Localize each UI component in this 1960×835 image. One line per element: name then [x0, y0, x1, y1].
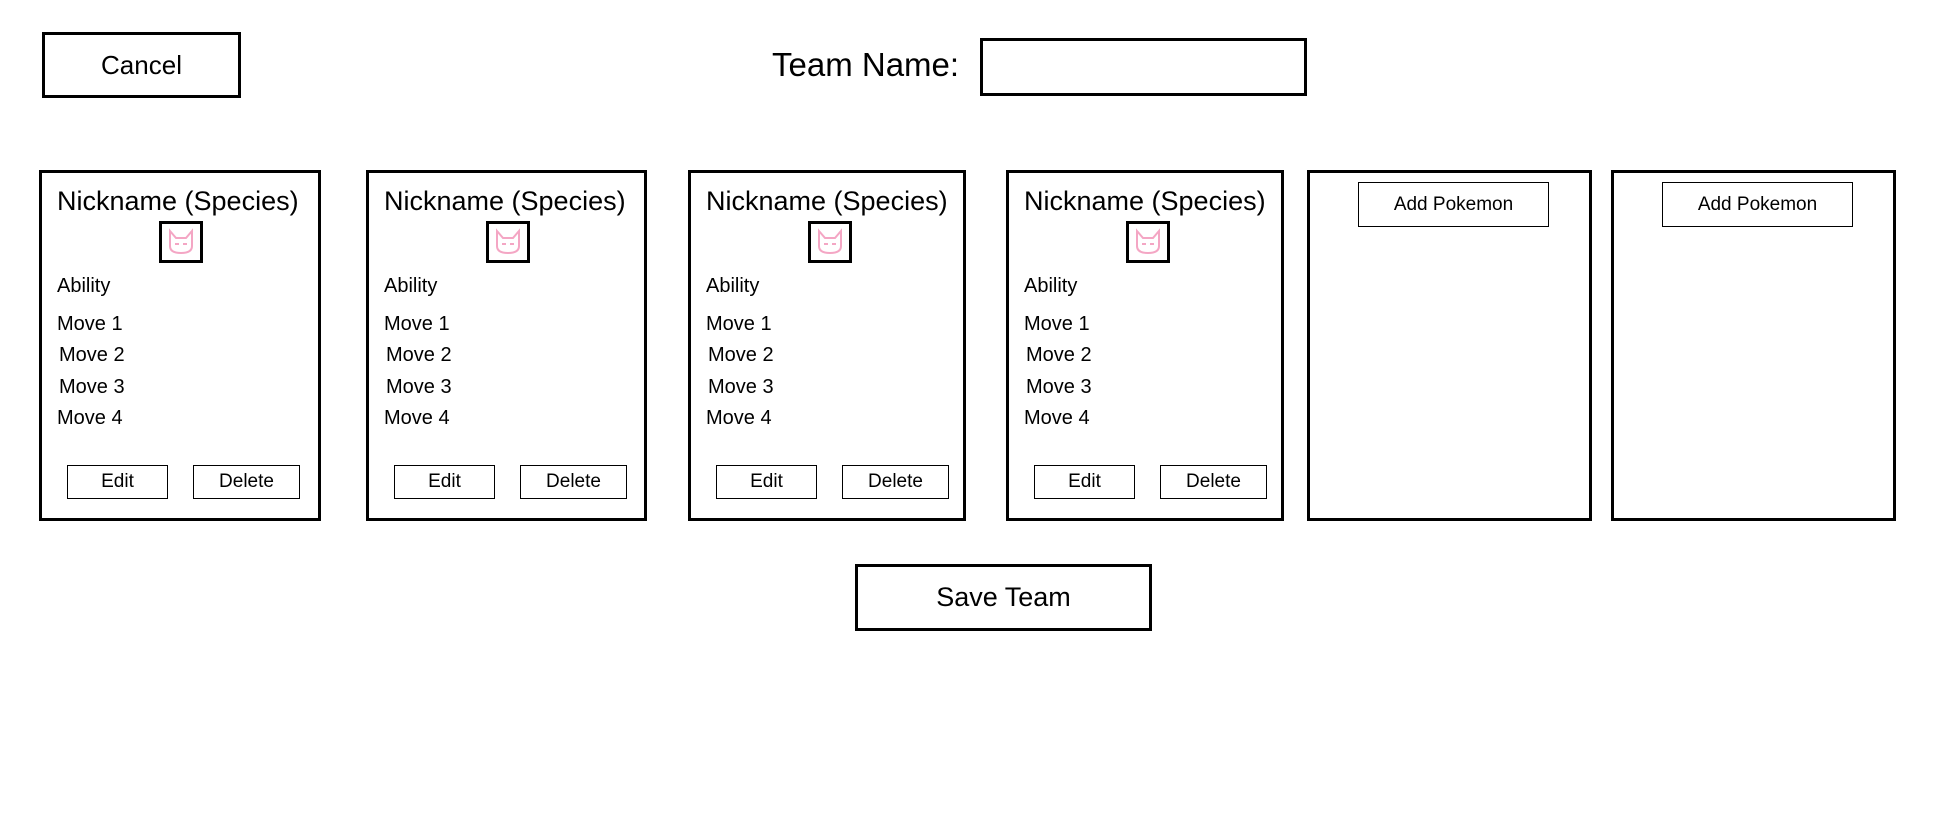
pokemon-nickname: Nickname (Species): [1024, 186, 1266, 216]
pokemon-move: Move 3: [1026, 376, 1092, 398]
pokemon-nickname: Nickname (Species): [384, 186, 626, 216]
pokemon-move: Move 4: [1024, 407, 1090, 429]
pokemon-sprite-icon: [1126, 221, 1170, 263]
add-pokemon-button[interactable]: Add Pokemon: [1358, 182, 1549, 227]
delete-button[interactable]: Delete: [1160, 465, 1267, 499]
pokemon-move: Move 2: [708, 344, 774, 366]
delete-button[interactable]: Delete: [842, 465, 949, 499]
team-name-label: Team Name:: [772, 46, 960, 83]
pokemon-move: Move 1: [1024, 313, 1090, 335]
pokemon-move: Move 2: [386, 344, 452, 366]
pokemon-sprite-icon: [159, 221, 203, 263]
team-name-input[interactable]: [980, 38, 1307, 96]
pokemon-move: Move 2: [59, 344, 125, 366]
pokemon-move: Move 1: [57, 313, 123, 335]
pokemon-move: Move 4: [384, 407, 450, 429]
pokemon-sprite-icon: [486, 221, 530, 263]
pokemon-ability: Ability: [706, 275, 760, 297]
edit-button[interactable]: Edit: [1034, 465, 1135, 499]
pokemon-card: Nickname (Species) Ability Move 1 Move 2…: [39, 170, 321, 521]
pokemon-move: Move 1: [384, 313, 450, 335]
edit-button[interactable]: Edit: [394, 465, 495, 499]
pokemon-ability: Ability: [57, 275, 111, 297]
pokemon-card: Nickname (Species) Ability Move 1 Move 2…: [366, 170, 647, 521]
delete-button[interactable]: Delete: [193, 465, 300, 499]
delete-button[interactable]: Delete: [520, 465, 627, 499]
empty-team-slot: Add Pokemon: [1307, 170, 1592, 521]
pokemon-ability: Ability: [384, 275, 438, 297]
pokemon-move: Move 4: [57, 407, 123, 429]
add-pokemon-button[interactable]: Add Pokemon: [1662, 182, 1853, 227]
empty-team-slot: Add Pokemon: [1611, 170, 1896, 521]
pokemon-nickname: Nickname (Species): [57, 186, 299, 216]
pokemon-move: Move 4: [706, 407, 772, 429]
pokemon-move: Move 2: [1026, 344, 1092, 366]
pokemon-card: Nickname (Species) Ability Move 1 Move 2…: [688, 170, 966, 521]
pokemon-ability: Ability: [1024, 275, 1078, 297]
save-team-button[interactable]: Save Team: [855, 564, 1152, 631]
pokemon-move: Move 3: [708, 376, 774, 398]
cancel-button[interactable]: Cancel: [42, 32, 241, 98]
pokemon-card: Nickname (Species) Ability Move 1 Move 2…: [1006, 170, 1284, 521]
pokemon-move: Move 1: [706, 313, 772, 335]
pokemon-nickname: Nickname (Species): [706, 186, 948, 216]
pokemon-move: Move 3: [59, 376, 125, 398]
pokemon-move: Move 3: [386, 376, 452, 398]
pokemon-sprite-icon: [808, 221, 852, 263]
edit-button[interactable]: Edit: [67, 465, 168, 499]
edit-button[interactable]: Edit: [716, 465, 817, 499]
